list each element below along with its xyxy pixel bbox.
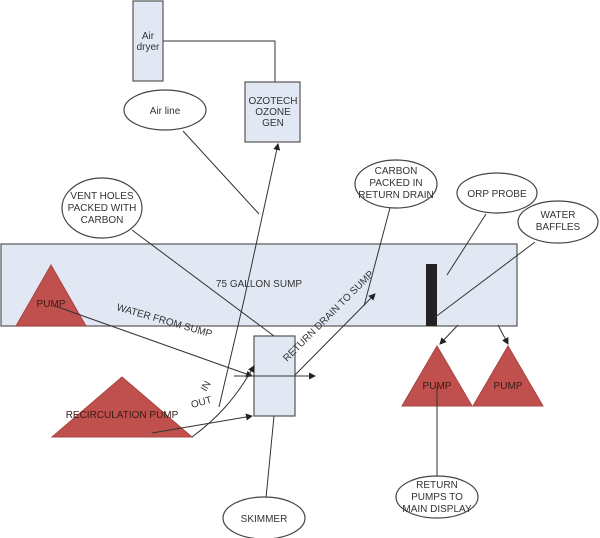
vent-holes-leader <box>131 229 275 337</box>
svg-text:BAFFLES: BAFFLES <box>536 222 581 233</box>
return-pumps-callout: RETURN PUMPS TO MAIN DISPLAY <box>395 475 479 519</box>
ozone-label-2: OZONE <box>255 107 291 118</box>
return-pump-2-label: PUMP <box>494 381 523 392</box>
sump-to-return-pump-2-line <box>497 324 509 345</box>
air-dryer-label-2: dryer <box>137 42 160 53</box>
baffles-leader <box>433 241 536 319</box>
air-dryer-label-1: Air <box>142 31 155 42</box>
svg-text:CARBON: CARBON <box>81 215 124 226</box>
skimmer-callout: SKIMMER <box>222 496 306 538</box>
return-pump-2: PUMP <box>472 345 544 407</box>
ozone-air-line <box>218 143 281 408</box>
ozone-label-1: OZOTECH <box>249 96 298 107</box>
water-from-sump-line <box>54 305 253 378</box>
recirc-to-skimmer-out-line <box>151 413 253 434</box>
out-label: OUT <box>190 395 213 411</box>
svg-text:WATER: WATER <box>541 210 576 221</box>
svg-text:SKIMMER: SKIMMER <box>241 514 288 525</box>
sump-pump-label: PUMP <box>37 299 66 310</box>
water-baffles-callout: WATER BAFFLES <box>517 200 599 244</box>
svg-text:MAIN DISPLAY: MAIN DISPLAY <box>402 504 472 515</box>
svg-text:RETURN DRAIN: RETURN DRAIN <box>358 190 434 201</box>
ozone-generator-box: OZOTECH OZONE GEN <box>244 81 301 143</box>
svg-text:CARBON: CARBON <box>375 166 418 177</box>
carbon-drain-callout: CARBON PACKED IN RETURN DRAIN <box>354 159 438 209</box>
skimmer-leader <box>265 415 275 499</box>
recirculation-pump: RECIRCULATION PUMP <box>50 376 194 438</box>
water-baffle <box>426 264 437 326</box>
carbon-drain-leader <box>363 203 392 307</box>
dryer-to-ozone-line <box>163 40 276 82</box>
svg-text:PACKED WITH: PACKED WITH <box>68 203 137 214</box>
air-dryer-box: Air dryer <box>132 0 164 82</box>
ozone-label-3: GEN <box>262 118 284 129</box>
svg-text:VENT HOLES: VENT HOLES <box>70 191 133 202</box>
svg-text:ORP PROBE: ORP PROBE <box>467 189 527 200</box>
air-line-leader <box>182 130 260 215</box>
in-label: IN <box>199 379 214 393</box>
svg-text:Air line: Air line <box>150 106 181 117</box>
sump-label: 75 GALLON SUMP <box>216 279 302 290</box>
svg-text:PACKED IN: PACKED IN <box>369 178 422 189</box>
vent-holes-callout: VENT HOLES PACKED WITH CARBON <box>61 177 143 239</box>
svg-text:PUMPS TO: PUMPS TO <box>411 492 463 503</box>
svg-text:RETURN: RETURN <box>416 480 458 491</box>
orp-probe-callout: ORP PROBE <box>456 172 538 214</box>
return-drain-line <box>294 293 376 376</box>
recirc-to-skimmer-in-line <box>191 365 255 438</box>
air-line-callout: Air line <box>123 89 207 131</box>
sump-to-return-pump-1-line <box>439 324 459 345</box>
recirc-pump-label: RECIRCULATION PUMP <box>66 410 179 421</box>
orp-probe-leader <box>446 213 487 276</box>
